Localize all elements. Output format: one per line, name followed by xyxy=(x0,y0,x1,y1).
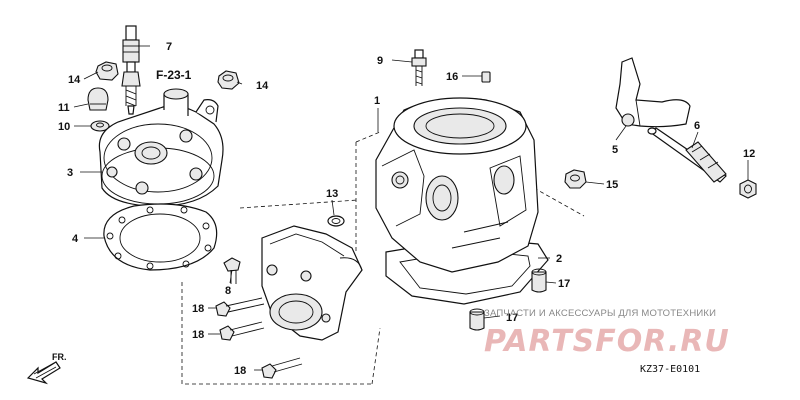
callout-2: 2 xyxy=(556,253,562,265)
callout-5: 5 xyxy=(612,144,618,156)
leader-lines xyxy=(73,45,749,371)
callout-9: 9 xyxy=(377,55,383,67)
bolt-18-bottom xyxy=(261,357,303,379)
dowel-pin-left xyxy=(469,308,485,331)
callout-18-top: 18 xyxy=(192,303,204,315)
spark-plug xyxy=(121,25,141,115)
valve-housing-group xyxy=(181,199,381,385)
bolt-8 xyxy=(223,257,241,284)
head-nut-right xyxy=(217,70,240,90)
valve-lever-group xyxy=(615,57,757,199)
callout-6: 6 xyxy=(694,120,700,132)
collar xyxy=(481,71,491,83)
callout-14-left: 14 xyxy=(68,74,81,86)
head-nut-left xyxy=(95,61,119,81)
callout-18-mid: 18 xyxy=(192,329,204,341)
cylinder-head xyxy=(98,88,224,207)
cylinder-nut xyxy=(564,169,587,189)
dowel-pin-right xyxy=(531,268,547,293)
watermark-logo: PARTSFOR.RU xyxy=(484,324,730,359)
callout-17-left: 17 xyxy=(506,312,518,324)
callout-17-right: 17 xyxy=(558,278,570,290)
diagram-code: KZ37-E0101 xyxy=(640,364,700,375)
direction-label: FR. xyxy=(52,352,67,362)
callout-15: 15 xyxy=(606,179,618,191)
front-direction-arrow-icon xyxy=(26,361,61,385)
watermark-tagline: ЗАПЧАСТИ И АКСЕССУАРЫ ДЛЯ МОТОТЕХНИКИ xyxy=(484,308,716,319)
callout-7: 7 xyxy=(166,41,172,53)
head-gasket xyxy=(103,203,218,271)
stud-bolt xyxy=(411,49,427,86)
washer xyxy=(90,120,110,132)
lever-nut xyxy=(739,179,757,199)
valve-housing xyxy=(261,225,363,341)
o-ring xyxy=(327,215,345,227)
bolt-18-mid xyxy=(219,321,265,341)
valve-shaft xyxy=(647,127,727,183)
callout-3: 3 xyxy=(67,167,73,179)
cylinder xyxy=(375,97,539,273)
callout-1: 1 xyxy=(374,95,380,107)
valve-lever xyxy=(615,57,691,128)
callout-8: 8 xyxy=(225,285,231,297)
callout-4: 4 xyxy=(72,233,79,245)
callout-12: 12 xyxy=(743,148,755,160)
cylinder-group xyxy=(355,49,587,331)
reference-label: F-23-1 xyxy=(156,68,192,82)
callout-18-bottom: 18 xyxy=(234,365,246,377)
bolt-18-top xyxy=(215,297,265,317)
callout-labels: 7 14 14 11 10 3 4 9 16 1 15 2 17 17 13 8… xyxy=(58,41,755,377)
callout-14-right: 14 xyxy=(256,80,269,92)
callout-10: 10 xyxy=(58,121,70,133)
cap-nut xyxy=(87,87,109,111)
cylinder-head-group xyxy=(87,25,240,271)
callout-11: 11 xyxy=(58,102,70,114)
callout-13: 13 xyxy=(326,188,338,200)
callout-16: 16 xyxy=(446,71,458,83)
